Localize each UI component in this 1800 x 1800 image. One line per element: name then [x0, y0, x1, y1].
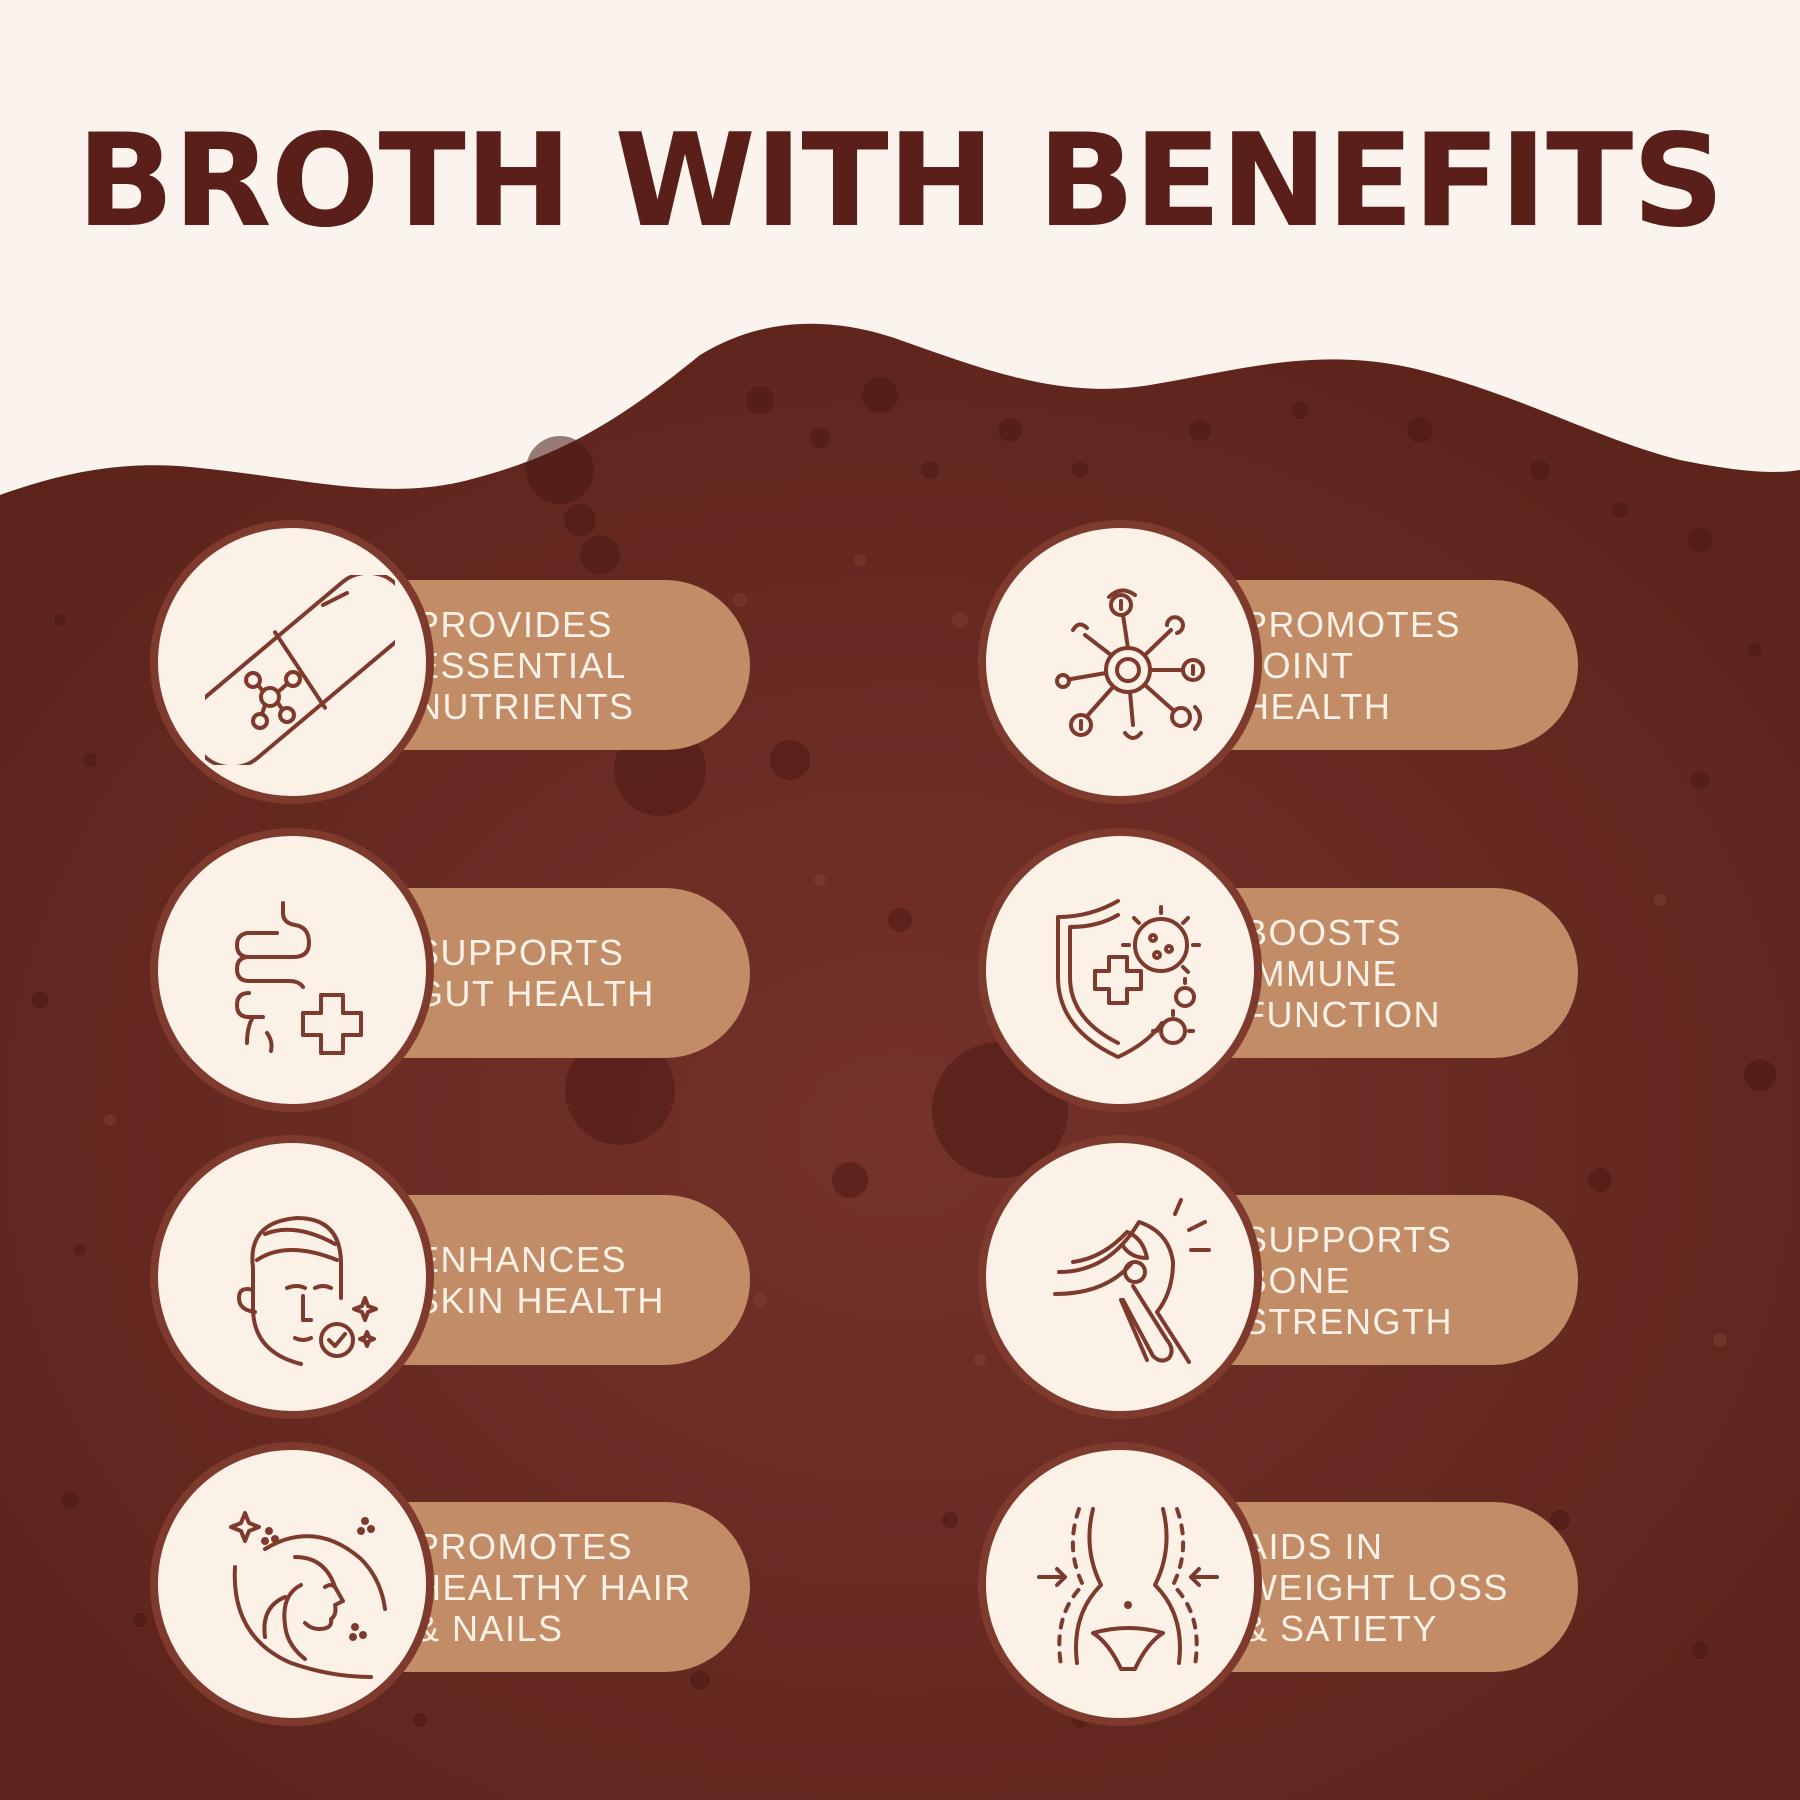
- benefit-pill: [1208, 888, 1578, 1058]
- benefit-icon-circle: [150, 1442, 434, 1726]
- benefit-label: SUPPORTS BONE STRENGTH: [1243, 1218, 1453, 1342]
- benefit-card-nutrients: PROVIDES ESSENTIAL NUTRIENTS: [150, 520, 810, 820]
- benefit-pill: [380, 1502, 750, 1672]
- benefit-pill: [380, 580, 750, 750]
- benefit-label: PROMOTES HEALTHY HAIR & NAILS: [415, 1525, 692, 1649]
- benefit-pill: [380, 888, 750, 1058]
- benefit-icon-circle: [978, 1442, 1262, 1726]
- benefit-label: SUPPORTS GUT HEALTH: [415, 932, 655, 1014]
- benefit-icon-circle: [978, 1135, 1262, 1419]
- benefit-icon-circle: [150, 1135, 434, 1419]
- benefit-icon-circle: [978, 828, 1262, 1112]
- benefit-label: BOOSTS IMMUNE FUNCTION: [1243, 911, 1441, 1035]
- benefit-card-immune: BOOSTS IMMUNE FUNCTION: [978, 828, 1638, 1128]
- benefit-card-gut: SUPPORTS GUT HEALTH: [150, 828, 810, 1128]
- knee-joint-icon: [1053, 1198, 1211, 1364]
- benefit-card-joint: PROMOTES JOINT HEALTH: [978, 520, 1638, 820]
- benefit-pill: [380, 1195, 750, 1365]
- benefit-pill: [1208, 1502, 1578, 1672]
- benefit-label: ENHANCES SKIN HEALTH: [415, 1239, 665, 1321]
- benefit-card-weight: AIDS IN WEIGHT LOSS & SATIETY: [978, 1442, 1638, 1742]
- benefit-card-skin: ENHANCES SKIN HEALTH: [150, 1135, 810, 1435]
- benefit-pill: [1208, 580, 1578, 750]
- skin-care-face-icon: [237, 1216, 378, 1366]
- benefit-icon-circle: [150, 520, 434, 804]
- hair-profile-icon: [229, 1511, 387, 1679]
- benefit-card-hair: PROMOTES HEALTHY HAIR & NAILS: [150, 1442, 810, 1742]
- immune-shield-icon: [1056, 899, 1201, 1059]
- capsule-molecule-icon: [205, 575, 395, 765]
- benefit-icon-circle: [150, 828, 434, 1112]
- page-title: BROTH WITH BENEFITS: [76, 107, 1725, 256]
- benefit-card-bone: SUPPORTS BONE STRENGTH: [978, 1135, 1638, 1435]
- waist-slimming-icon: [1037, 1507, 1219, 1671]
- benefit-label: AIDS IN WEIGHT LOSS & SATIETY: [1243, 1525, 1509, 1649]
- benefit-label: PROVIDES ESSENTIAL NUTRIENTS: [415, 603, 635, 727]
- benefit-label: PROMOTES JOINT HEALTH: [1243, 603, 1462, 727]
- benefit-pill: [1208, 1195, 1578, 1365]
- network-nodes-icon: [1055, 588, 1205, 740]
- intestine-plus-icon: [235, 901, 363, 1055]
- benefit-icon-circle: [978, 520, 1262, 804]
